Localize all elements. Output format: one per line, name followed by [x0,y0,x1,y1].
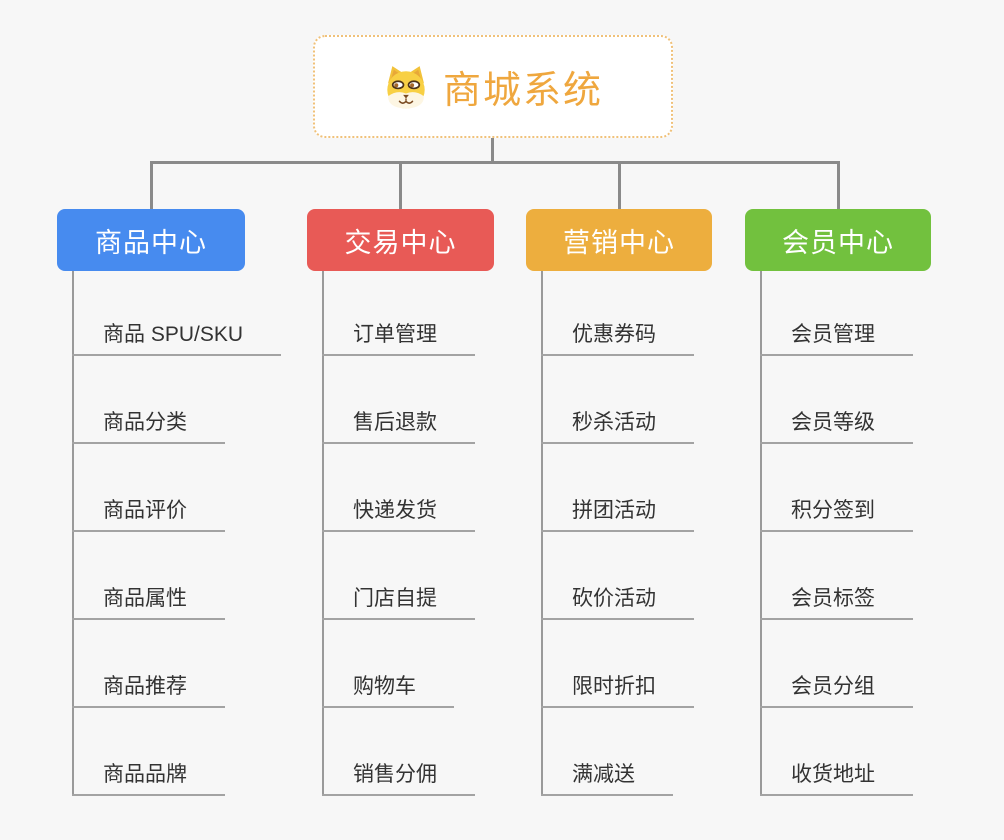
child-node[interactable]: 限时折扣 [541,620,694,708]
child-node[interactable]: 售后退款 [322,356,475,444]
child-node[interactable]: 商品 SPU/SKU [72,268,282,356]
branch-node-3[interactable]: 营销中心 [526,209,712,271]
child-node[interactable]: 会员分组 [760,620,913,708]
child-node[interactable]: 积分签到 [760,444,913,532]
connector-column-spine [72,271,74,796]
child-node[interactable]: 拼团活动 [541,444,694,532]
child-node[interactable]: 满减送 [541,708,673,796]
child-node[interactable]: 销售分佣 [322,708,475,796]
child-node[interactable]: 会员管理 [760,268,913,356]
branch-children-list: 优惠券码秒杀活动拼团活动砍价活动限时折扣满减送 [541,268,694,796]
dog-icon [383,64,429,110]
connector-root-stem [491,138,494,163]
branch-node-4[interactable]: 会员中心 [745,209,931,271]
connector-branch-drop [837,164,840,210]
child-node[interactable]: 门店自提 [322,532,475,620]
branch-label: 会员中心 [782,227,894,258]
connector-branch-drop [150,164,153,210]
child-node[interactable]: 会员等级 [760,356,913,444]
root-node[interactable]: 商城系统 [313,35,673,138]
child-node[interactable]: 商品分类 [72,356,225,444]
branch-label: 商品中心 [95,227,207,258]
connector-column-spine [322,271,324,796]
child-node[interactable]: 会员标签 [760,532,913,620]
child-node[interactable]: 商品品牌 [72,708,225,796]
child-node[interactable]: 秒杀活动 [541,356,694,444]
branch-label: 交易中心 [344,227,457,258]
connector-column-spine [541,271,543,796]
branch-label: 营销中心 [563,227,675,258]
branch-children-list: 订单管理售后退款快递发货门店自提购物车销售分佣 [322,268,475,796]
child-node[interactable]: 商品推荐 [72,620,225,708]
child-node[interactable]: 优惠券码 [541,268,694,356]
branch-node-2[interactable]: 交易中心 [307,209,494,271]
child-node[interactable]: 快递发货 [322,444,475,532]
root-title: 商城系统 [442,70,603,112]
connector-branch-drop [618,164,621,210]
connector-rail [150,161,840,164]
connector-branch-drop [399,164,402,210]
child-node[interactable]: 砍价活动 [541,532,694,620]
child-node[interactable]: 订单管理 [322,268,475,356]
branch-children-list: 会员管理会员等级积分签到会员标签会员分组收货地址 [760,268,913,796]
child-node[interactable]: 购物车 [322,620,454,708]
branch-node-1[interactable]: 商品中心 [57,209,245,271]
child-node[interactable]: 商品评价 [72,444,225,532]
connector-column-spine [760,271,762,796]
child-node[interactable]: 收货地址 [760,708,913,796]
child-node[interactable]: 商品属性 [72,532,225,620]
